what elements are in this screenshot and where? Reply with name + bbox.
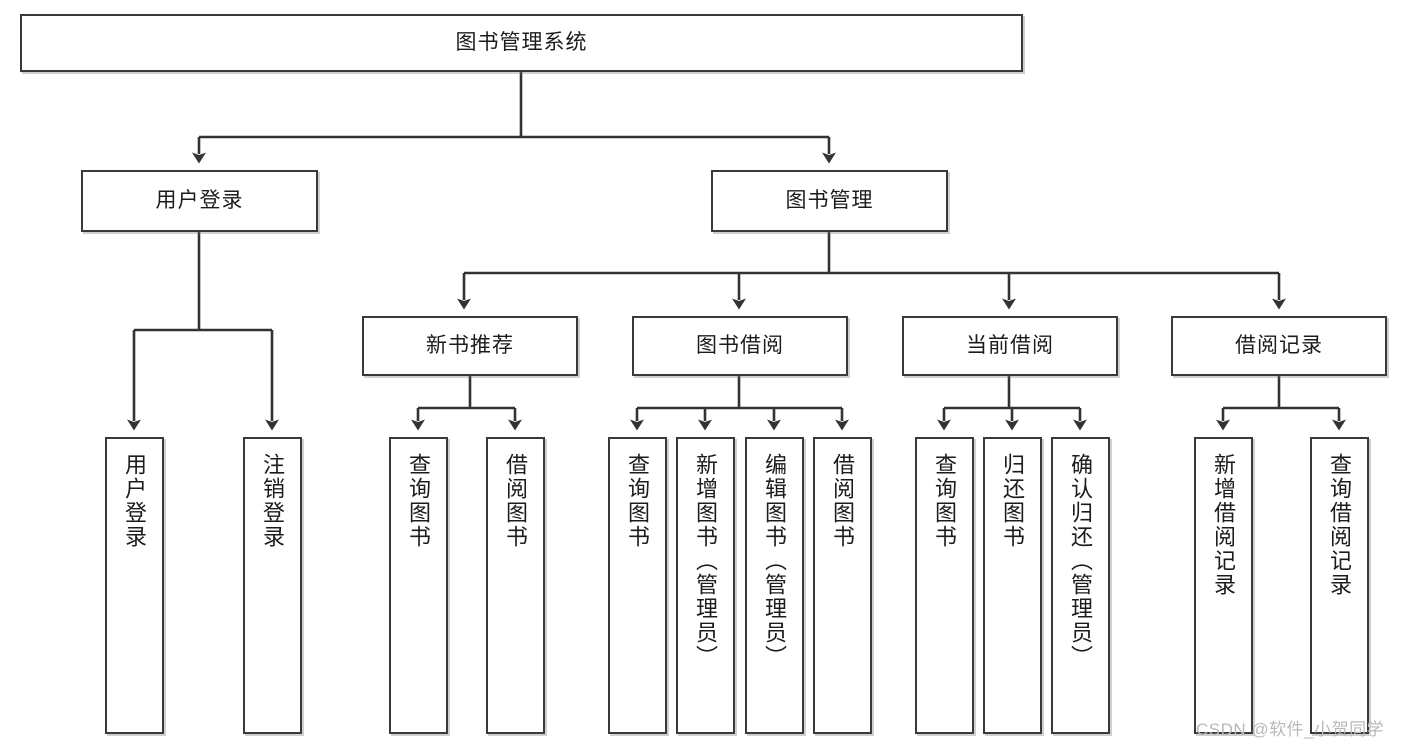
node-book-manage[interactable]: 图书管理 — [711, 170, 948, 232]
leaf-return-book[interactable]: 归还图书 — [983, 437, 1042, 734]
leaf-edit-book-admin[interactable]: 编辑图书（管理员） — [745, 437, 804, 734]
node-current-borrow-label: 当前借阅 — [966, 333, 1054, 357]
node-new-book-recommend-label: 新书推荐 — [426, 333, 514, 357]
node-new-book-recommend[interactable]: 新书推荐 — [362, 316, 578, 376]
csdn-watermark: CSDN @软件_小贺同学 — [1196, 720, 1385, 739]
leaf-add-borrow-record-label: 新增借阅记录 — [1211, 453, 1237, 597]
leaf-query-book-3-label: 查询图书 — [932, 453, 958, 549]
leaf-edit-book-admin-label: 编辑图书（管理员） — [762, 453, 788, 669]
leaf-logout-login-label: 注销登录 — [260, 453, 286, 549]
leaf-add-borrow-record[interactable]: 新增借阅记录 — [1194, 437, 1253, 734]
leaf-query-book-3[interactable]: 查询图书 — [915, 437, 974, 734]
leaf-borrow-book-2-label: 借阅图书 — [830, 453, 856, 549]
leaf-query-borrow-record[interactable]: 查询借阅记录 — [1310, 437, 1369, 734]
node-root[interactable]: 图书管理系统 — [20, 14, 1023, 72]
node-user-login-label: 用户登录 — [155, 188, 244, 212]
leaf-query-book-1[interactable]: 查询图书 — [389, 437, 448, 734]
leaf-confirm-return-admin-label: 确认归还（管理员） — [1068, 453, 1094, 669]
leaf-query-book-1-label: 查询图书 — [406, 453, 432, 549]
leaf-borrow-book-1[interactable]: 借阅图书 — [486, 437, 545, 734]
leaf-logout-login[interactable]: 注销登录 — [243, 437, 302, 734]
leaf-add-book-admin[interactable]: 新增图书（管理员） — [676, 437, 735, 734]
node-book-borrow[interactable]: 图书借阅 — [632, 316, 848, 376]
leaf-user-login-label: 用户登录 — [122, 453, 148, 549]
node-user-login[interactable]: 用户登录 — [81, 170, 318, 232]
node-current-borrow[interactable]: 当前借阅 — [902, 316, 1118, 376]
leaf-query-book-2-label: 查询图书 — [625, 453, 651, 549]
leaf-borrow-book-1-label: 借阅图书 — [503, 453, 529, 549]
node-root-label: 图书管理系统 — [455, 30, 588, 54]
leaf-query-book-2[interactable]: 查询图书 — [608, 437, 667, 734]
node-borrow-record-label: 借阅记录 — [1235, 333, 1323, 357]
leaf-borrow-book-2[interactable]: 借阅图书 — [813, 437, 872, 734]
node-borrow-record[interactable]: 借阅记录 — [1171, 316, 1387, 376]
leaf-confirm-return-admin[interactable]: 确认归还（管理员） — [1051, 437, 1110, 734]
leaf-user-login[interactable]: 用户登录 — [105, 437, 164, 734]
leaf-return-book-label: 归还图书 — [1000, 453, 1026, 549]
leaf-add-book-admin-label: 新增图书（管理员） — [693, 453, 719, 669]
node-book-borrow-label: 图书借阅 — [696, 333, 784, 357]
node-book-manage-label: 图书管理 — [785, 188, 874, 212]
leaf-query-borrow-record-label: 查询借阅记录 — [1327, 453, 1353, 597]
